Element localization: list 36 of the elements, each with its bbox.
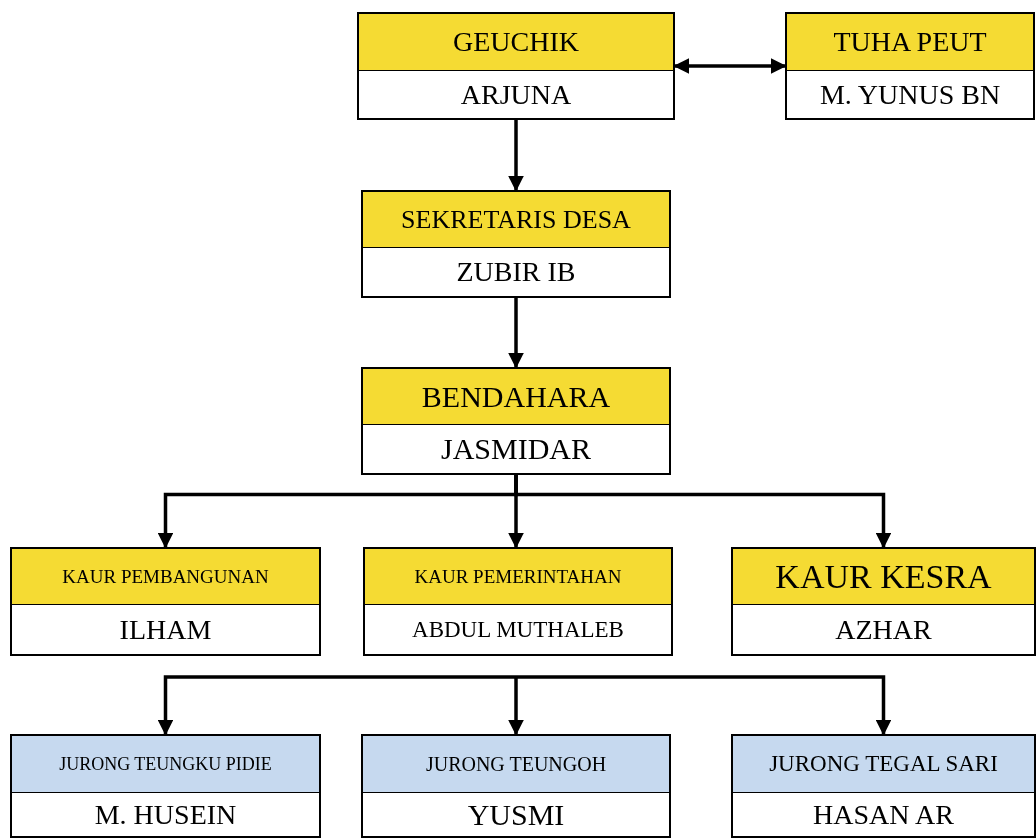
position-title: KAUR PEMBANGUNAN (12, 549, 319, 605)
org-box (363, 547, 673, 656)
arrow (508, 677, 524, 736)
org-box (357, 12, 675, 120)
person-name: JASMIDAR (440, 431, 592, 467)
org-box (361, 367, 671, 475)
position-title: JURONG TEUNGKU PIDIE (12, 736, 319, 793)
org-box (10, 547, 321, 656)
org-box (731, 547, 1036, 656)
person-name: M. HUSEIN (93, 797, 238, 832)
arrow (514, 475, 892, 549)
position-title: KAUR KESRA (733, 549, 1034, 605)
arrow (157, 675, 516, 736)
person-name: HASAN AR (812, 797, 955, 832)
position-title: GEUCHIK (359, 14, 673, 71)
position-title: JURONG TEGAL SARI (733, 736, 1034, 793)
position-title: JURONG TEUNGOH (363, 736, 669, 793)
person-name: ARJUNA (459, 77, 573, 112)
person-name: ILHAM (118, 612, 213, 647)
position-title: SEKRETARIS DESA (363, 192, 669, 248)
position-title: BENDAHARA (363, 369, 669, 425)
position-title: TUHA PEUT (787, 14, 1033, 71)
person-name: ZUBIR IB (455, 255, 577, 289)
arrow (516, 675, 892, 736)
org-box (731, 734, 1036, 838)
org-box (785, 12, 1035, 120)
person-name: ABDUL MUTHALEB (411, 615, 625, 644)
org-box (10, 734, 321, 838)
position-title: KAUR PEMERINTAHAN (365, 549, 671, 605)
person-name: M. YUNUS BN (818, 77, 1002, 112)
arrow (508, 120, 524, 192)
org-box (361, 734, 671, 838)
arrow (508, 298, 524, 369)
person-name: AZHAR (834, 612, 933, 647)
person-name: YUSMI (466, 796, 566, 833)
org-box (361, 190, 671, 298)
